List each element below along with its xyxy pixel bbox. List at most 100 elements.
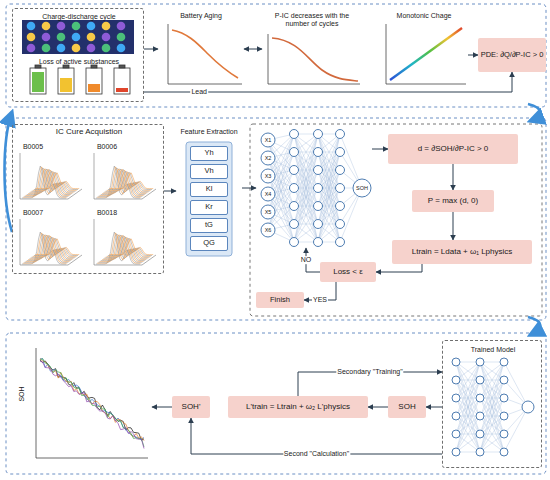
connector	[468, 55, 478, 56]
ic-acquisition-panel: IC Cure AcquistionB0005B0006B0007B0018	[12, 124, 164, 274]
network-link	[294, 134, 318, 188]
ic-plot: B0018	[91, 207, 161, 269]
flow-arrow	[528, 104, 540, 121]
network-link	[480, 398, 504, 452]
battery-cell	[117, 44, 126, 53]
connector	[152, 407, 172, 408]
neuron	[476, 412, 484, 420]
neuron	[500, 448, 508, 456]
network-link	[480, 362, 504, 380]
node-text: Ltrain = Ldata + ω₁ Lphysics	[412, 247, 513, 256]
network-link	[480, 434, 504, 452]
finish-box: Finish	[256, 292, 304, 308]
neuron	[290, 166, 299, 175]
mini-chart-axes	[168, 24, 466, 84]
neuron	[500, 394, 508, 402]
neuron	[261, 151, 275, 165]
neuron	[452, 412, 460, 420]
flow-arrow	[5, 112, 13, 232]
battery-icon	[86, 68, 102, 94]
neuron	[290, 184, 299, 193]
connector	[164, 191, 176, 192]
network-link	[294, 152, 318, 242]
node-text: Trained Model	[471, 346, 516, 354]
neuron	[336, 202, 345, 211]
neuron	[314, 220, 323, 229]
connector	[144, 49, 158, 50]
battery-cell	[72, 44, 81, 53]
constraint-box: d = ∂SOH/∂P-IC > 0	[388, 134, 518, 164]
node-text: Feature Extraction	[180, 128, 237, 136]
connector-label: Second "Calculation"	[283, 450, 350, 458]
battery-cell	[102, 44, 111, 53]
ic-curve	[107, 172, 151, 190]
node-text: Finish	[270, 296, 290, 305]
ic-plot: B0006	[91, 141, 161, 203]
ic-curve	[109, 173, 153, 189]
neuron	[336, 184, 345, 193]
neuron	[476, 430, 484, 438]
feature-box: Kr	[190, 200, 228, 215]
connector	[376, 264, 422, 272]
network-link	[480, 362, 504, 416]
neuron	[261, 187, 275, 201]
plot-frame	[20, 219, 82, 265]
node-text: L'train = Ltrain + ω₂ L'physics	[246, 402, 350, 411]
battery-cell	[27, 44, 36, 53]
connector	[244, 49, 262, 50]
ic-plot: B0007	[17, 207, 87, 269]
battery-cell	[57, 33, 66, 42]
node-text: d = ∂SOH/∂P-IC > 0	[418, 144, 489, 153]
network-link	[456, 362, 480, 452]
charge-level	[32, 72, 44, 92]
connector-label: Secondary "Training"	[336, 368, 403, 376]
node-text: QG	[203, 239, 215, 248]
node-text: X4	[265, 191, 272, 197]
node-text: tG	[205, 221, 213, 230]
neuron	[522, 401, 534, 413]
node-text: X6	[265, 227, 272, 233]
trained-model-box: Trained Model	[442, 340, 542, 468]
battery-cell	[87, 44, 96, 53]
neuron	[336, 220, 345, 229]
battery-cell	[57, 22, 66, 31]
ic-curve	[107, 238, 151, 256]
node-text: B0007	[23, 209, 43, 217]
ic-curve	[108, 173, 152, 190]
node-text: P = max (d, 0)	[428, 196, 478, 205]
feature-box: Yh	[190, 146, 228, 161]
neuron	[336, 238, 345, 247]
battery-icon	[30, 68, 46, 94]
node-text: X3	[265, 173, 272, 179]
connector	[372, 149, 388, 150]
penalty-box: P = max (d, 0)	[412, 190, 494, 212]
network-link	[456, 362, 480, 416]
battery-cell	[102, 33, 111, 42]
result-axes	[36, 348, 148, 458]
node-text: SOH'	[182, 402, 201, 411]
node-text: X1	[265, 137, 272, 143]
battery-icons	[30, 65, 130, 94]
battery-cell	[42, 22, 51, 31]
feature-box: Vh	[190, 164, 228, 179]
node-text: Charge-discharge cycle	[42, 13, 116, 21]
secondary-loss-box: L'train = Ltrain + ω₂ L'physics	[228, 396, 368, 418]
network-link	[456, 362, 480, 416]
node-text: SOH	[18, 386, 26, 401]
cell-grid	[27, 22, 126, 53]
ic-curve	[109, 239, 153, 255]
network-link	[294, 152, 318, 242]
ic-curve	[35, 173, 79, 189]
battery-cell	[57, 44, 66, 53]
neural-network: X1X2X3X4X5X6SOH	[256, 128, 372, 248]
node-text: Monotonic Chage	[397, 12, 452, 20]
ic-curve	[33, 172, 77, 190]
network-link	[480, 362, 504, 380]
battery-cell	[42, 33, 51, 42]
feature-panel: Feature ExtractionYhVhKlKrtGQG	[176, 124, 242, 258]
network-link	[294, 134, 318, 224]
middle-panel	[6, 118, 546, 320]
battery-terminal	[119, 65, 125, 68]
network-link	[318, 152, 340, 242]
chart-axis	[268, 34, 360, 84]
